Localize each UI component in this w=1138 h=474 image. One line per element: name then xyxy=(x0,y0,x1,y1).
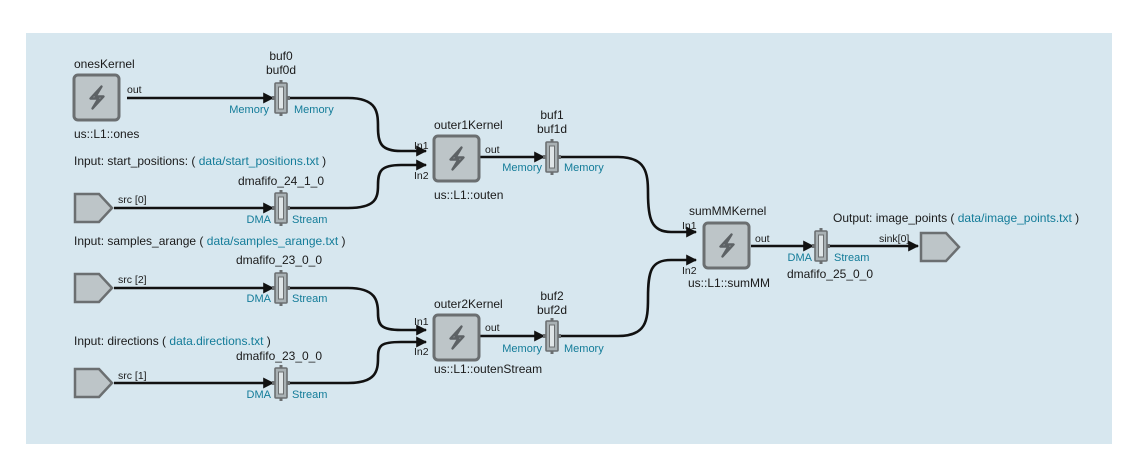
buffer-icon[interactable] xyxy=(271,79,291,117)
buffer-name: dmafifo_24_1_0 xyxy=(238,174,324,188)
buffer-buf0[interactable]: buf0 buf0d Memory Memory xyxy=(229,49,334,117)
kernel-name: sumMMKernel xyxy=(689,204,766,218)
buffer-left-label: Memory xyxy=(502,343,542,355)
buffer-right-label: Stream xyxy=(292,389,327,401)
input-file-link[interactable]: data/samples_arange.txt xyxy=(207,234,339,248)
kernel-name: outer2Kernel xyxy=(434,297,503,311)
buffer-left-label: Memory xyxy=(229,104,269,116)
buffer-left-label: DMA xyxy=(247,293,272,305)
kernel-function: us::L1::outen xyxy=(434,188,503,202)
buffer-right-label: Memory xyxy=(564,162,604,174)
buffer-icon[interactable] xyxy=(271,269,291,307)
wire-buf0-to-outer1-in1 xyxy=(288,96,428,157)
wire-buf1-to-summm-in1 xyxy=(559,155,698,238)
port-label: sink[0] xyxy=(879,233,909,245)
buffer-left-label: DMA xyxy=(788,252,813,264)
buffer-buf1[interactable]: buf1 buf1d Memory Memory xyxy=(502,108,604,176)
buffer-name: dmafifo_23_0_0 xyxy=(236,253,322,267)
input-directions[interactable]: Input: directions ( data.directions.txt … xyxy=(73,334,271,399)
kernel-summm[interactable]: sumMMKernel In1 In2 out us::L1::sumMM xyxy=(682,204,770,290)
output-title: Output: image_points ( data/image_points… xyxy=(833,211,1079,225)
wire-dma24-to-outer1-in2 xyxy=(288,159,428,210)
kernel-function: us::L1::outenStream xyxy=(434,362,542,376)
port-label: src [0] xyxy=(118,194,147,206)
kernel-outer2[interactable]: outer2Kernel In1 In2 out us::L1::outenSt… xyxy=(414,297,542,376)
output-file-link[interactable]: data/image_points.txt xyxy=(958,211,1073,225)
kernel-name: onesKernel xyxy=(74,57,135,71)
input-title: Input: directions ( data.directions.txt … xyxy=(74,334,271,348)
wire-dma23a-to-outer2-in1 xyxy=(288,286,428,336)
buffer-dmafifo-24[interactable]: dmafifo_24_1_0 DMA Stream xyxy=(238,174,328,227)
wire-dma23b-to-outer2-in2 xyxy=(288,336,428,385)
buffer-icon[interactable] xyxy=(542,317,562,355)
buffer-dmafifo-25[interactable]: DMA Stream dmafifo_25_0_0 xyxy=(787,227,873,281)
input-port-icon[interactable] xyxy=(73,367,114,399)
in1-port-label: In1 xyxy=(414,140,429,152)
kernel-function: us::L1::sumMM xyxy=(688,276,770,290)
buffer-left-label: DMA xyxy=(247,389,272,401)
buffer-name: buf1 xyxy=(540,108,564,122)
port-label: src [1] xyxy=(118,370,147,382)
out-port-label: out xyxy=(755,233,770,245)
output-port-icon[interactable] xyxy=(919,231,961,263)
in1-port-label: In1 xyxy=(682,220,697,232)
input-title: Input: samples_arange ( data/samples_ara… xyxy=(74,234,346,248)
buffer-name: dmafifo_25_0_0 xyxy=(787,267,873,281)
buffer-left-label: Memory xyxy=(502,162,542,174)
buffer-right-label: Stream xyxy=(292,214,327,226)
out-port-label: out xyxy=(127,84,142,96)
input-file-link[interactable]: data.directions.txt xyxy=(169,334,264,348)
buffer-name: dmafifo_23_0_0 xyxy=(236,349,322,363)
input-start-positions[interactable]: Input: start_positions: ( data/start_pos… xyxy=(73,154,326,224)
out-port-label: out xyxy=(485,144,500,156)
buffer-name-2: buf1d xyxy=(537,122,567,136)
buffer-name-2: buf2d xyxy=(537,303,567,317)
buffer-icon[interactable] xyxy=(811,227,831,265)
buffer-right-label: Memory xyxy=(294,104,334,116)
buffer-left-label: DMA xyxy=(247,214,272,226)
buffer-right-label: Stream xyxy=(292,293,327,305)
buffer-dmafifo-23-a[interactable]: dmafifo_23_0_0 DMA Stream xyxy=(236,253,328,307)
buffer-icon[interactable] xyxy=(271,364,291,402)
wire-buf2-to-summm-in2 xyxy=(559,254,698,338)
graph-svg: onesKernel out us::L1::ones outer1Kernel… xyxy=(72,49,1079,402)
buffer-icon[interactable] xyxy=(271,189,291,227)
buffer-icon[interactable] xyxy=(542,138,562,176)
input-port-icon[interactable] xyxy=(73,272,114,304)
input-port-icon[interactable] xyxy=(73,192,114,224)
output-image-points[interactable]: Output: image_points ( data/image_points… xyxy=(833,211,1079,263)
in1-port-label: In1 xyxy=(414,316,429,328)
input-samples-arange[interactable]: Input: samples_arange ( data/samples_ara… xyxy=(73,234,346,304)
buffer-name: buf0 xyxy=(269,49,293,63)
input-file-link[interactable]: data/start_positions.txt xyxy=(199,154,320,168)
buffer-dmafifo-23-b[interactable]: dmafifo_23_0_0 DMA Stream xyxy=(236,349,328,402)
buffer-right-label: Memory xyxy=(564,343,604,355)
in2-port-label: In2 xyxy=(414,170,429,182)
graph-canvas: onesKernel out us::L1::ones outer1Kernel… xyxy=(26,33,1112,444)
kernel-outer1[interactable]: outer1Kernel In1 In2 out us::L1::outen xyxy=(414,118,503,202)
input-title: Input: start_positions: ( data/start_pos… xyxy=(74,154,326,168)
port-label: src [2] xyxy=(118,274,147,286)
buffer-buf2[interactable]: buf2 buf2d Memory Memory xyxy=(502,289,604,355)
buffer-right-label: Stream xyxy=(834,252,869,264)
kernel-function: us::L1::ones xyxy=(74,127,139,141)
in2-port-label: In2 xyxy=(414,346,429,358)
buffer-name-2: buf0d xyxy=(266,63,296,77)
buffer-name: buf2 xyxy=(540,289,564,303)
in2-port-label: In2 xyxy=(682,265,697,277)
kernel-ones[interactable]: onesKernel out us::L1::ones xyxy=(72,57,142,141)
kernel-name: outer1Kernel xyxy=(434,118,503,132)
out-port-label: out xyxy=(485,322,500,334)
